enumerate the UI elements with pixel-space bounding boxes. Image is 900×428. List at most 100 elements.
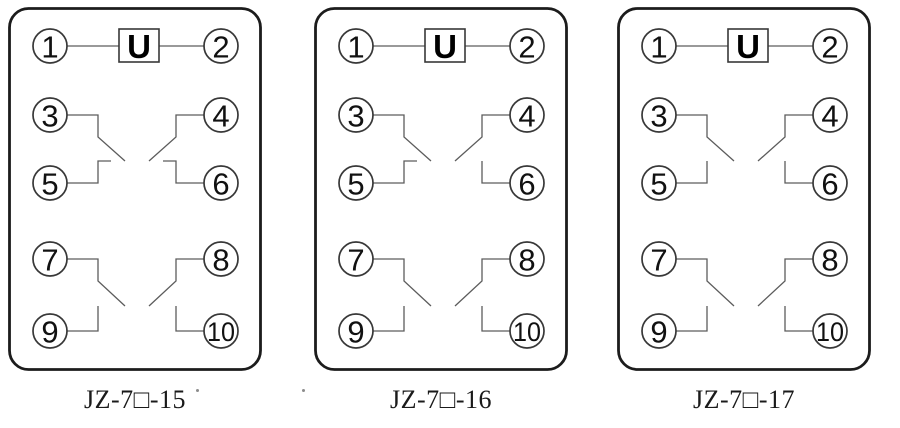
terminal-circle-8 xyxy=(203,241,239,277)
terminal-number-4: 4 xyxy=(212,99,229,134)
terminal-number-3: 3 xyxy=(347,99,364,134)
terminal-circle-2 xyxy=(203,28,239,64)
coil-box xyxy=(118,28,160,63)
terminal-circle-6 xyxy=(509,165,545,201)
terminal-circle-4 xyxy=(509,97,545,133)
contact-lower-left-fixed-lead xyxy=(373,306,405,332)
contact-upper-left-fixed-lead xyxy=(373,160,417,184)
contact-lower-right-fixed-lead xyxy=(175,306,204,332)
relay-case-outline xyxy=(8,7,262,371)
terminal-number-4: 4 xyxy=(821,99,838,134)
terminal-number-8: 8 xyxy=(212,243,229,278)
terminal-circle-3 xyxy=(338,97,374,133)
terminal-circle-10 xyxy=(509,313,545,349)
terminal-number-7: 7 xyxy=(650,243,667,278)
terminal-circle-10 xyxy=(203,313,239,349)
contact-upper-right-fixed-lead xyxy=(481,161,510,184)
contact-lower-left-fixed-lead xyxy=(67,306,99,332)
relay-diagram-panel-1: U 1 2 3 4 5 6 7 8 9 10 JZ-7□-15 xyxy=(8,0,262,428)
coil-label: U xyxy=(127,28,151,65)
terminal-number-7: 7 xyxy=(41,243,58,278)
terminal-circle-4 xyxy=(812,97,848,133)
terminal-circle-1 xyxy=(338,28,374,64)
contact-lower-right-moving-blade xyxy=(757,258,813,307)
terminal-number-1: 1 xyxy=(41,30,58,65)
contact-lower-left-moving-blade xyxy=(67,258,126,307)
terminal-circle-8 xyxy=(812,241,848,277)
terminal-number-10: 10 xyxy=(513,317,541,347)
terminal-number-9: 9 xyxy=(41,315,58,350)
terminal-number-10: 10 xyxy=(207,317,235,347)
model-label: JZ-7□-17 xyxy=(692,385,796,414)
terminal-number-2: 2 xyxy=(212,30,229,65)
relay-case-outline xyxy=(314,7,568,371)
terminal-circle-7 xyxy=(641,241,677,277)
terminal-circle-4 xyxy=(203,97,239,133)
relay-diagram-panel-3: U 1 2 3 4 5 6 7 8 9 10 JZ-7□-17 xyxy=(617,0,871,428)
terminal-circle-1 xyxy=(641,28,677,64)
terminal-circle-8 xyxy=(509,241,545,277)
terminal-number-3: 3 xyxy=(41,99,58,134)
terminal-number-6: 6 xyxy=(518,167,535,202)
terminal-number-4: 4 xyxy=(518,99,535,134)
relay-case-outline xyxy=(617,7,871,371)
terminal-number-8: 8 xyxy=(821,243,838,278)
coil-box xyxy=(424,28,466,63)
terminal-circle-2 xyxy=(812,28,848,64)
terminal-circle-5 xyxy=(32,165,68,201)
contact-lower-right-moving-blade xyxy=(148,258,204,307)
relay-wiring-svg-1: U 1 2 3 4 5 6 7 8 9 10 xyxy=(8,7,262,371)
contact-upper-right-moving-blade xyxy=(454,114,510,162)
terminal-circle-6 xyxy=(812,165,848,201)
terminal-circle-9 xyxy=(338,313,374,349)
contact-upper-left-moving-blade xyxy=(676,114,735,162)
contact-upper-left-fixed-lead xyxy=(67,160,111,184)
terminal-circle-9 xyxy=(641,313,677,349)
dust-speck xyxy=(196,389,199,392)
coil-label: U xyxy=(736,28,760,65)
contact-lower-left-fixed-lead xyxy=(676,306,708,332)
contact-lower-right-moving-blade xyxy=(454,258,510,307)
terminal-circle-10 xyxy=(812,313,848,349)
terminal-number-6: 6 xyxy=(821,167,838,202)
model-label: JZ-7□-16 xyxy=(389,385,493,414)
terminal-number-9: 9 xyxy=(650,315,667,350)
terminal-circle-6 xyxy=(203,165,239,201)
contact-lower-left-moving-blade xyxy=(676,258,735,307)
contact-lower-right-fixed-lead xyxy=(481,306,510,332)
model-label: JZ-7□-15 xyxy=(83,385,187,414)
contact-upper-left-moving-blade xyxy=(67,114,126,162)
terminal-circle-5 xyxy=(641,165,677,201)
terminal-number-3: 3 xyxy=(650,99,667,134)
terminal-circle-5 xyxy=(338,165,374,201)
terminal-number-1: 1 xyxy=(347,30,364,65)
coil-box xyxy=(727,28,769,63)
contact-lower-right-fixed-lead xyxy=(784,306,813,332)
contact-upper-left-moving-blade xyxy=(373,114,432,162)
coil-label: U xyxy=(433,28,457,65)
relay-wiring-svg-3: U 1 2 3 4 5 6 7 8 9 10 xyxy=(617,7,871,371)
terminal-number-10: 10 xyxy=(816,317,844,347)
terminal-number-5: 5 xyxy=(41,167,58,202)
terminal-circle-7 xyxy=(32,241,68,277)
terminal-number-1: 1 xyxy=(650,30,667,65)
terminal-number-2: 2 xyxy=(518,30,535,65)
terminal-number-2: 2 xyxy=(821,30,838,65)
terminal-circle-2 xyxy=(509,28,545,64)
terminal-number-6: 6 xyxy=(212,167,229,202)
contact-upper-right-moving-blade xyxy=(148,114,204,162)
contact-lower-left-moving-blade xyxy=(373,258,432,307)
contact-upper-right-moving-blade xyxy=(757,114,813,162)
terminal-number-5: 5 xyxy=(347,167,364,202)
terminal-number-9: 9 xyxy=(347,315,364,350)
terminal-circle-3 xyxy=(641,97,677,133)
terminal-circle-7 xyxy=(338,241,374,277)
terminal-circle-1 xyxy=(32,28,68,64)
contact-upper-right-fixed-lead xyxy=(784,161,813,184)
dust-speck xyxy=(302,389,305,392)
terminal-circle-3 xyxy=(32,97,68,133)
terminal-number-5: 5 xyxy=(650,167,667,202)
contact-upper-left-fixed-lead xyxy=(676,161,708,184)
